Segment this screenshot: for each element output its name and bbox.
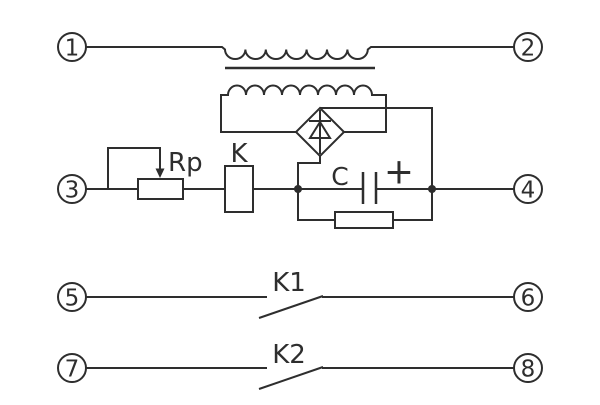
terminal-6-label: 6 xyxy=(521,286,536,312)
terminal-4-label: 4 xyxy=(521,178,536,204)
terminal-3-label: 3 xyxy=(65,178,80,204)
secondary-winding xyxy=(220,84,387,133)
contact-k2-blade xyxy=(258,366,324,390)
wiper-arrow-icon xyxy=(155,168,165,178)
primary-winding-wire xyxy=(86,46,514,60)
capacitor-label: C xyxy=(331,162,348,191)
terminal-8-label: 8 xyxy=(521,357,536,383)
polarity-plus-label: + xyxy=(384,152,414,193)
wiper-feedback-wire xyxy=(107,147,161,189)
terminal-7 xyxy=(57,353,87,383)
resistor-body xyxy=(334,211,394,229)
terminal-2 xyxy=(513,32,543,62)
terminal-6 xyxy=(513,282,543,312)
capacitor-plates xyxy=(361,172,378,204)
terminal-5-label: 5 xyxy=(65,286,80,312)
terminal-4 xyxy=(513,174,543,204)
contact-k1-label: K1 xyxy=(272,268,306,298)
terminal-5 xyxy=(57,282,87,312)
terminal-7-label: 7 xyxy=(65,357,80,383)
diode-triangle-icon xyxy=(308,120,332,139)
relay-coil-body xyxy=(224,165,254,213)
resistor-branch-wires xyxy=(297,189,433,221)
contact-k2-label: K2 xyxy=(272,340,306,370)
junction-node-left xyxy=(294,185,302,193)
bridge-negative-output-wire xyxy=(297,156,321,189)
potentiometer-body xyxy=(137,178,184,200)
potentiometer-label: Rp xyxy=(168,148,203,178)
bridge-positive-output-wire xyxy=(320,107,433,189)
terminal-1 xyxy=(57,32,87,62)
terminal-1-label: 1 xyxy=(65,36,80,62)
terminal-8 xyxy=(513,353,543,383)
terminal-2-label: 2 xyxy=(521,36,536,62)
terminal-3 xyxy=(57,174,87,204)
contact-k1-blade xyxy=(258,295,324,319)
relay-coil-label: K xyxy=(230,139,248,169)
junction-node-right xyxy=(428,185,436,193)
